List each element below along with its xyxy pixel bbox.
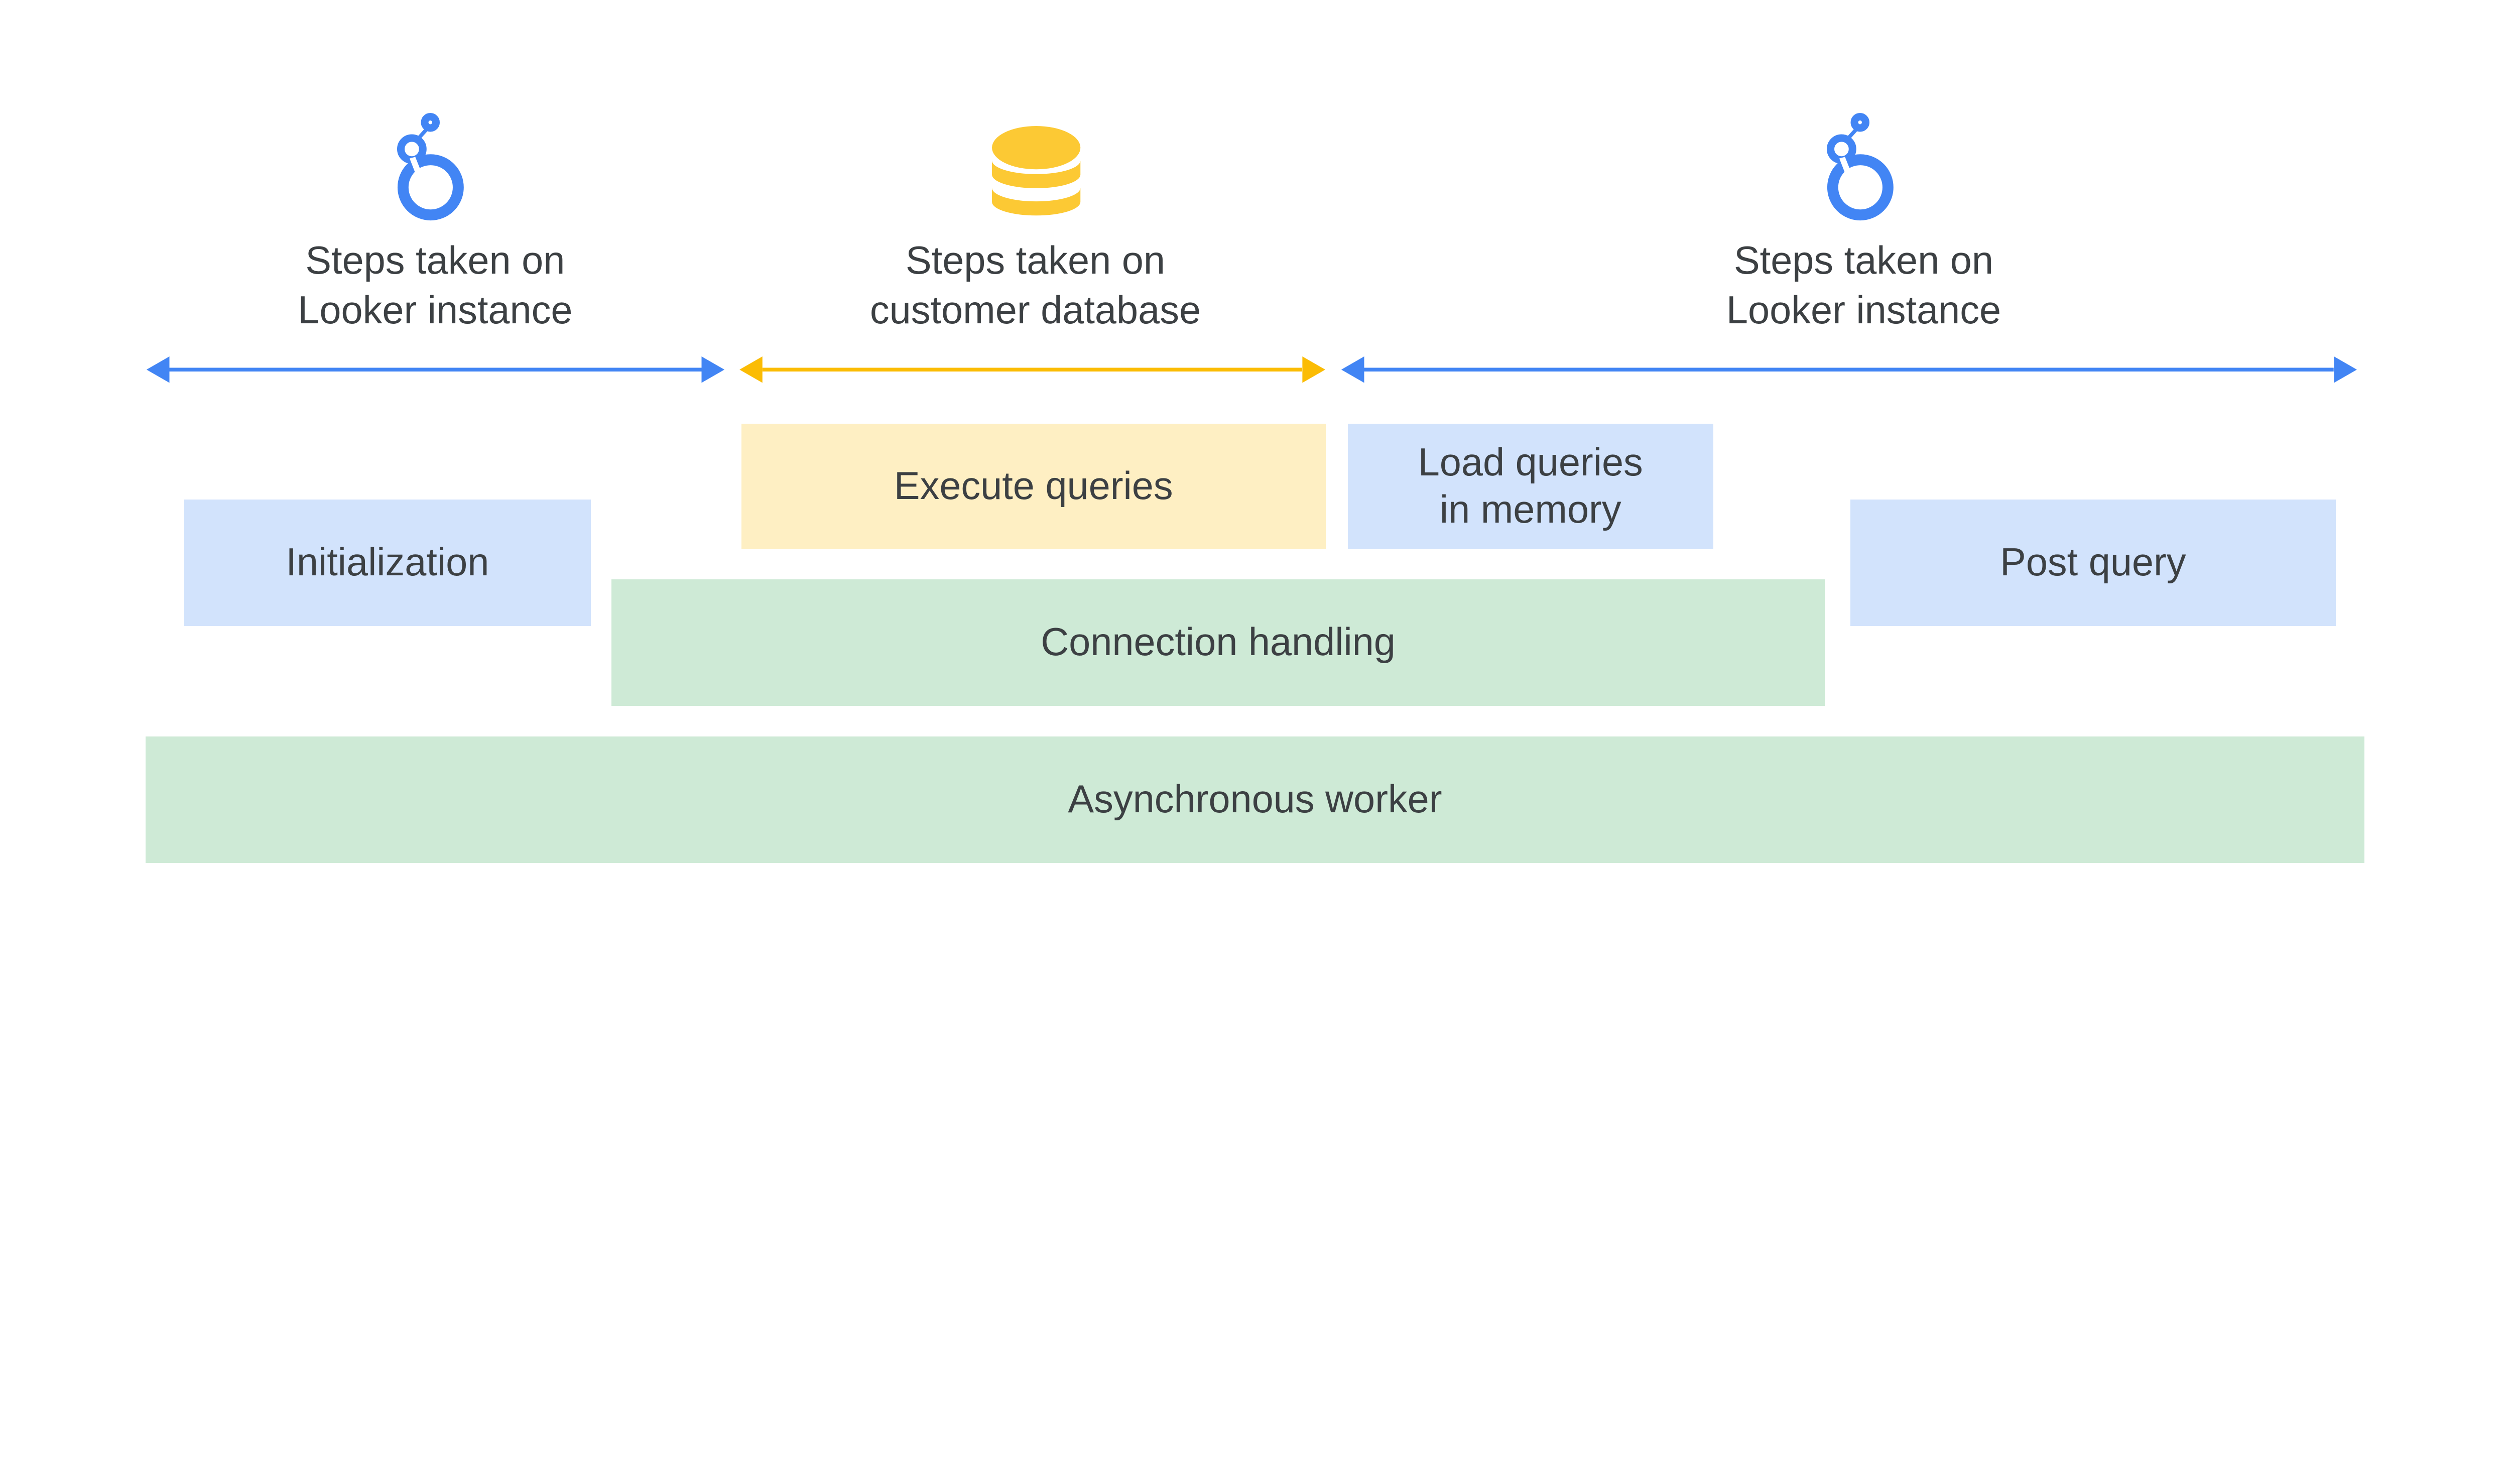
asynchronous-worker-box: Asynchronous worker [146, 736, 2364, 863]
span-arrows [146, 356, 2357, 383]
heading-line: Looker instance [298, 288, 573, 332]
database-span-arrow [739, 356, 1325, 383]
box-label: Connection handling [1041, 621, 1396, 664]
execute-queries-box: Execute queries [741, 423, 1326, 549]
box-label: Post query [2000, 541, 2186, 584]
database-icon [992, 126, 1081, 216]
section-heading-database: Steps taken on customer database [785, 236, 1287, 335]
initialization-box: Initialization [184, 500, 591, 626]
box-label: Initialization [286, 541, 489, 584]
heading-line: customer database [869, 288, 1201, 332]
load-queries-box: Load queries in memory [1348, 423, 1713, 549]
box-label: Load queries in memory [1418, 441, 1643, 531]
connection-handling-box: Connection handling [611, 579, 1825, 706]
heading-line: Looker instance [1726, 288, 2001, 332]
box-label: Execute queries [894, 464, 1173, 508]
heading-line: Steps taken on [905, 239, 1166, 282]
section-heading-looker-final: Steps taken on Looker instance [1613, 236, 2115, 335]
section-heading-looker-initial: Steps taken on Looker instance [184, 236, 686, 335]
box-label: Asynchronous worker [1068, 777, 1442, 821]
looker-span-arrow-right [1341, 356, 2357, 383]
looker-span-arrow-left [146, 356, 725, 383]
heading-line: Steps taken on [305, 239, 565, 282]
post-query-box: Post query [1850, 500, 2336, 626]
looker-logo-icon [1827, 113, 1894, 221]
heading-line: Steps taken on [1733, 239, 1994, 282]
looker-logo-icon [397, 113, 464, 221]
